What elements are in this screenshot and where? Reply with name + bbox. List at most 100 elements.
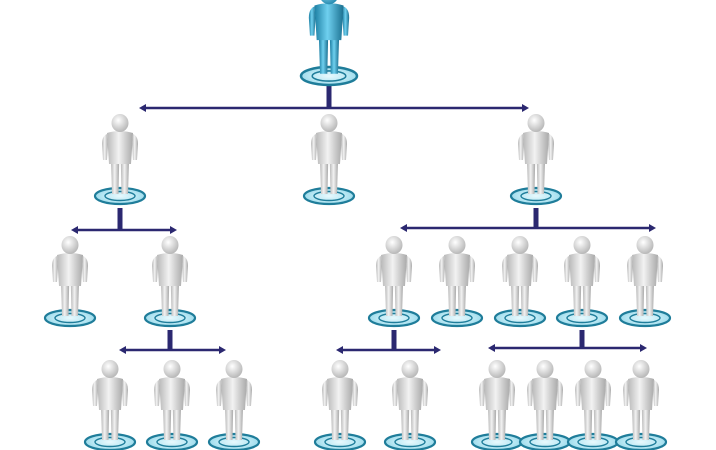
person-icon [216, 360, 252, 440]
person-left-arm [623, 380, 629, 406]
person-left-leg [584, 408, 593, 440]
person-right-leg [520, 284, 529, 316]
platform-inner-ring [566, 312, 598, 324]
arrowhead-icon [522, 104, 529, 112]
person-right-leg [172, 408, 181, 440]
person-left-arm [439, 256, 445, 282]
ring-platform-icon [430, 308, 484, 328]
leader-node [299, 0, 359, 87]
person-left-arm [102, 134, 108, 160]
arrowhead-icon [119, 346, 126, 354]
person-left-leg [632, 408, 641, 440]
ring-platform-icon [493, 308, 547, 328]
person-icon [392, 360, 428, 440]
arrowhead-icon [649, 224, 656, 232]
person-left-leg [385, 284, 394, 316]
ring-platform-icon [43, 308, 97, 328]
person-left-leg [488, 408, 497, 440]
person-left-leg [448, 284, 457, 316]
arrowhead-icon [71, 226, 78, 234]
ring-platform-icon [367, 308, 421, 328]
member-node [555, 236, 609, 328]
person-left-leg [101, 408, 110, 440]
platform-outer-ring [518, 432, 572, 450]
person-head [636, 236, 654, 254]
platform-outer-ring [93, 186, 147, 206]
ring-platform-icon [566, 432, 620, 450]
member-node [93, 114, 147, 206]
person-icon [376, 236, 412, 316]
platform-outer-ring [614, 432, 668, 450]
person-torso [107, 131, 133, 164]
person-torso [580, 377, 606, 410]
platform-outer-ring [470, 432, 524, 450]
person-right-arm [132, 134, 138, 160]
person-torso [632, 253, 658, 286]
ring-platform-icon [614, 432, 668, 450]
platform-inner-ring [54, 312, 86, 324]
person-right-leg [641, 408, 650, 440]
platform-outer-ring [555, 308, 609, 328]
platform-inner-ring [520, 190, 552, 202]
person-right-arm [509, 380, 515, 406]
person-right-leg [340, 408, 349, 440]
person-left-arm [152, 256, 158, 282]
person-torso [397, 377, 423, 410]
ring-platform-icon [302, 186, 356, 206]
member-node [518, 360, 572, 450]
member-node [143, 236, 197, 328]
member-node [470, 360, 524, 450]
person-left-arm [52, 256, 58, 282]
person-left-leg [636, 284, 645, 316]
person-head [111, 114, 129, 132]
person-left-leg [320, 162, 329, 194]
person-left-arm [502, 256, 508, 282]
platform-outer-ring [509, 186, 563, 206]
person-icon [308, 0, 350, 74]
person-torso [444, 253, 470, 286]
person-right-leg [582, 284, 591, 316]
platform-inner-ring [324, 436, 356, 448]
person-icon [627, 236, 663, 316]
arrowhead-icon [139, 104, 146, 112]
person-icon [623, 360, 659, 440]
person-torso [507, 253, 533, 286]
person-left-leg [111, 162, 120, 194]
connector-l2-c1 [336, 330, 441, 354]
member-node [509, 114, 563, 206]
person-left-arm [479, 380, 485, 406]
ring-platform-icon [383, 432, 437, 450]
platform-inner-ring [104, 190, 136, 202]
person-head [320, 114, 338, 132]
person-right-arm [82, 256, 88, 282]
person-right-arm [422, 380, 428, 406]
ring-platform-icon [509, 186, 563, 206]
person-torso [314, 3, 344, 41]
person-torso [157, 253, 183, 286]
person-head [573, 236, 591, 254]
platform-outer-ring [145, 432, 199, 450]
ring-platform-icon [143, 308, 197, 328]
person-head [448, 236, 466, 254]
platform-outer-ring [302, 186, 356, 206]
person-right-arm [246, 380, 252, 406]
person-torso [97, 377, 123, 410]
person-icon [502, 236, 538, 316]
person-left-leg [163, 408, 172, 440]
member-node [430, 236, 484, 328]
member-node [367, 236, 421, 328]
person-right-leg [497, 408, 506, 440]
person-right-arm [342, 6, 350, 36]
ring-platform-icon [145, 432, 199, 450]
person-right-leg [120, 162, 129, 194]
person-left-leg [536, 408, 545, 440]
member-node [383, 360, 437, 450]
platform-inner-ring [394, 436, 426, 448]
person-icon [52, 236, 88, 316]
connector-l2-c4 [488, 330, 647, 352]
person-left-arm [527, 380, 533, 406]
platform-outer-ring [313, 432, 367, 450]
person-left-leg [225, 408, 234, 440]
arrowhead-icon [219, 346, 226, 354]
